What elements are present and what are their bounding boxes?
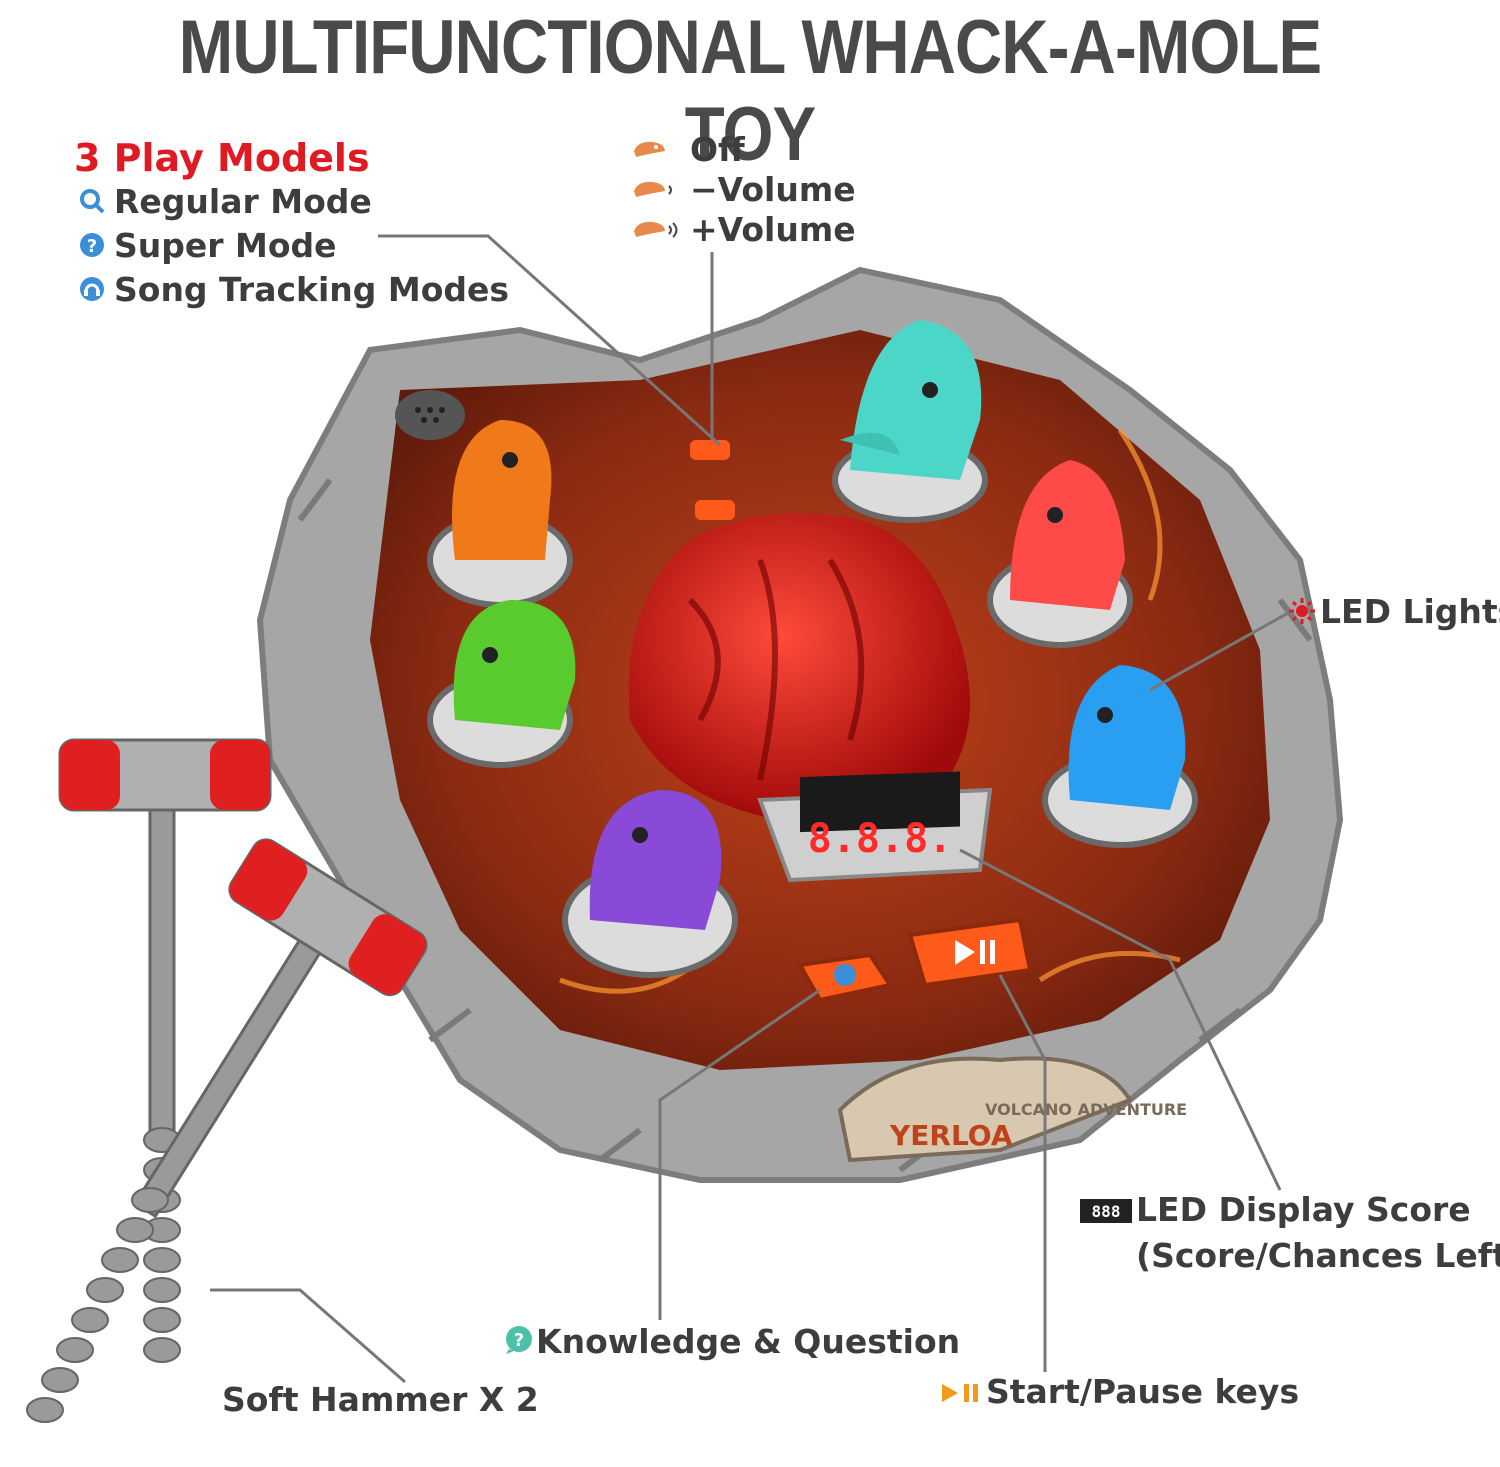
start-pause-button [907,917,1033,988]
hammer-label: Soft Hammer X 2 [222,1380,539,1419]
svg-text:?: ? [514,1330,524,1351]
svg-text:888: 888 [1092,1202,1121,1221]
mole-blue [1042,665,1198,848]
light-icon [1288,594,1316,633]
mode-regular: Regular Mode [78,182,372,223]
volume-down: −Volume [632,170,856,211]
led-display-sub: (Score/Chances Left) [1136,1236,1500,1275]
led-display: 8.8.8. [757,771,993,883]
question-button [796,952,894,1003]
display-readout: 8.8.8. [808,816,953,862]
mole-green [427,600,576,768]
svg-text:?: ? [87,236,97,257]
brand-subtitle: VOLCANO ADVENTURE [985,1100,1187,1119]
volume-low-icon [632,172,682,211]
mode-super: ? Super Mode [78,226,337,267]
digital-display-icon: 888 [1080,1192,1132,1231]
callout-lines [210,234,1291,1384]
mode-song-tracking: Song Tracking Modes [78,270,509,311]
volume-high-icon [632,212,682,251]
knowledge-label: ? Knowledge & Question [504,1322,960,1363]
dino-head-icon [632,132,682,171]
page-title: MULTIFUNCTIONAL WHACK-A-MOLE TOY [178,5,1322,177]
mole-red [987,460,1133,648]
brand-plate: YERLOA VOLCANO ADVENTURE [837,1056,1187,1163]
brand-text: YERLOA [889,1119,1013,1152]
volume-up: +Volume [632,210,856,251]
play-pause-icon [940,1374,982,1413]
led-display-label: 888 LED Display Score [1080,1190,1471,1231]
play-models-heading: 3 Play Models [74,136,370,180]
speaker-grille [395,390,465,440]
mole-purple [562,790,738,978]
led-lights-label: LED Lights [1288,592,1500,633]
question-icon: ? [78,228,106,267]
search-icon [78,184,106,223]
mole-teal [832,320,988,523]
mole-orange [427,420,573,608]
start-pause-label: Start/Pause keys [940,1372,1299,1413]
question-bubble-icon: ? [504,1324,534,1363]
volcano-led [628,513,970,820]
volume-off: Off [632,130,745,171]
hammer-2 [26,838,428,1423]
music-icon [78,272,106,311]
